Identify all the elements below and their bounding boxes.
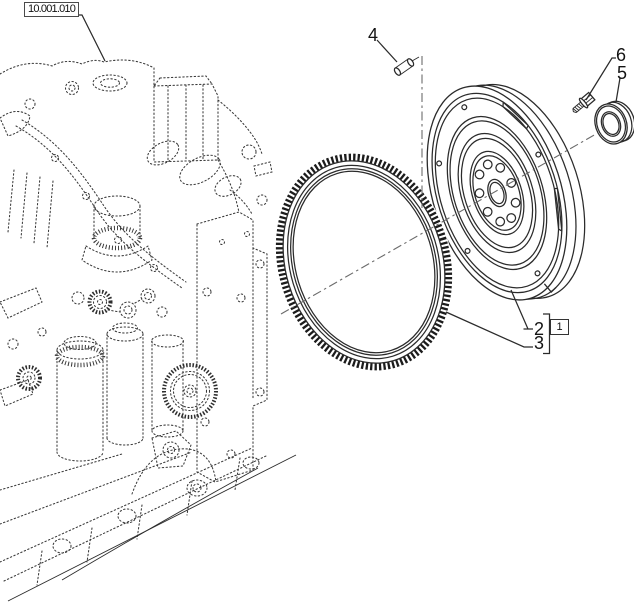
section-reference-link[interactable]: 10.001.010 — [24, 2, 80, 17]
callout-6-bolt[interactable]: 6 — [616, 45, 627, 65]
flywheel-drawing — [426, 83, 586, 301]
callout-4-dowel-pin[interactable]: 4 — [368, 25, 379, 45]
callout-5-bearing[interactable]: 5 — [617, 63, 628, 83]
dowel-pin-drawing — [393, 56, 420, 76]
callout-3-ring-gear[interactable]: 3 — [534, 333, 545, 353]
ring-gear-drawing — [274, 152, 454, 372]
callout-1-assembly-box[interactable]: 1 — [550, 319, 569, 335]
centerlines — [280, 56, 597, 315]
pilot-bearing-drawing — [594, 100, 634, 145]
callout-2-flywheel[interactable]: 2 — [534, 319, 545, 339]
engine-block-reference-drawing — [0, 59, 297, 602]
bolt-drawing — [572, 91, 596, 114]
